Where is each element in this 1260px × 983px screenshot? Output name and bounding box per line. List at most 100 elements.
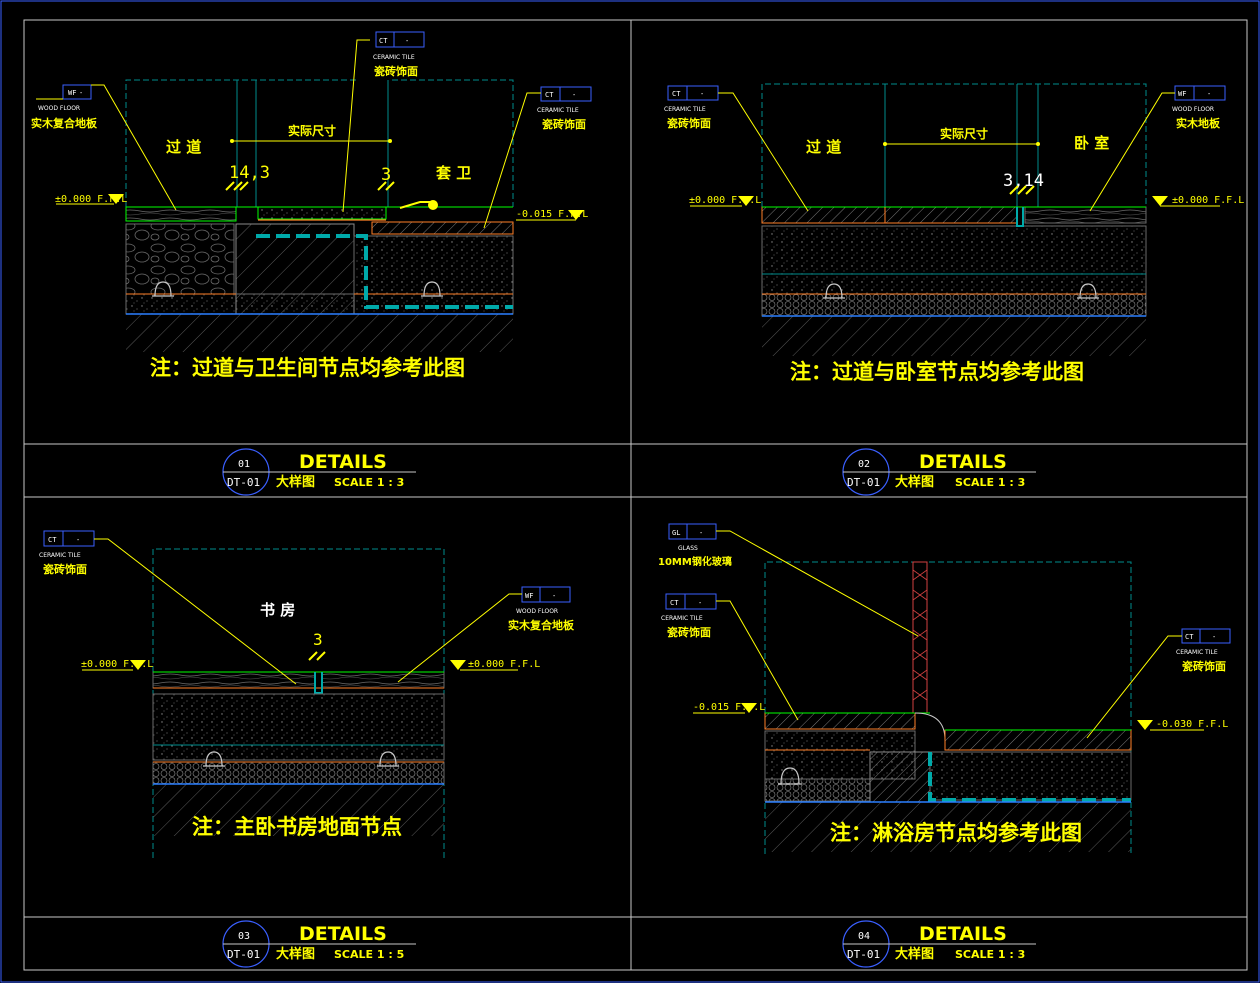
detail-panel-2: 实际尺寸 过 道 卧 室 3,14 ±0.000 F.F.L ±0.000 F.…: [664, 83, 1244, 384]
svg-text:CERAMIC TILE: CERAMIC TILE: [1176, 649, 1218, 656]
svg-text:瓷砖饰面: 瓷砖饰面: [1182, 659, 1226, 673]
sheet-number: DT-01: [227, 948, 260, 961]
detail-number: 02: [858, 459, 870, 470]
sheet-number: DT-01: [847, 948, 880, 961]
detail-scale: SCALE 1 : 3: [955, 476, 1025, 489]
material-tag-ceramic-tile-1: CT - CERAMIC TILE 瓷砖饰面: [661, 593, 799, 721]
level-marker-right: -0.030 F.F.L: [1156, 719, 1228, 730]
svg-text:CT: CT: [48, 536, 57, 544]
svg-text:-: -: [76, 536, 80, 544]
detail-heading: DETAILS: [919, 451, 1007, 473]
svg-text:-: -: [552, 592, 556, 600]
svg-text:-: -: [698, 599, 702, 607]
svg-text:CERAMIC TILE: CERAMIC TILE: [39, 552, 81, 559]
svg-text:-: -: [79, 89, 83, 97]
svg-text:WOOD FLOOR: WOOD FLOOR: [1172, 106, 1214, 113]
title-block-2: 02 DT-01 DETAILS 大样图 SCALE 1 : 3: [842, 448, 1036, 496]
material-tag-ceramic-tile: CT - CERAMIC TILE 瓷砖饰面: [39, 530, 297, 685]
dimension-label: 实际尺寸: [288, 123, 336, 138]
svg-text:CT: CT: [672, 90, 681, 98]
sheet-number: DT-01: [227, 476, 260, 489]
detail-number: 01: [238, 459, 250, 470]
svg-text:实木复合地板: 实木复合地板: [31, 116, 98, 130]
detail-note: 注：主卧书房地面节点: [192, 815, 402, 839]
material-tag-glass: GL - GLASS 10MM钢化玻璃: [658, 523, 919, 637]
dimension-value-a: 14,3: [229, 163, 270, 183]
room-label-left: 过 道: [806, 138, 841, 156]
svg-text:CT: CT: [545, 91, 554, 99]
level-marker-right: ±0.000 F.F.L: [1172, 195, 1244, 206]
detail-note: 注：过道与卧室节点均参考此图: [790, 360, 1084, 384]
pipe-clamp-icon: [152, 281, 443, 297]
detail-note: 注：过道与卫生间节点均参考此图: [150, 356, 465, 380]
dimension-label: 实际尺寸: [940, 126, 988, 141]
svg-text:CT: CT: [670, 599, 679, 607]
title-block-3: 03 DT-01 DETAILS 大样图 SCALE 1 : 5: [222, 920, 416, 968]
svg-text:WOOD FLOOR: WOOD FLOOR: [38, 105, 80, 112]
detail-heading: DETAILS: [299, 451, 387, 473]
level-marker-left: ±0.000 F.F.L: [55, 194, 127, 205]
svg-text:CT: CT: [1185, 633, 1194, 641]
svg-text:WOOD FLOOR: WOOD FLOOR: [516, 608, 558, 615]
svg-text:瓷砖饰面: 瓷砖饰面: [667, 625, 711, 639]
detail-panel-4: -0.015 F.F.L -0.030 F.F.L GL - GLASS 10M…: [658, 523, 1231, 855]
svg-text:CERAMIC TILE: CERAMIC TILE: [373, 54, 415, 61]
material-tag-wood-floor: WF - WOOD FLOOR 实木地板: [1089, 85, 1226, 212]
svg-text:-: -: [699, 529, 703, 537]
pipe-clamp-icon: [823, 283, 1099, 299]
svg-text:瓷砖饰面: 瓷砖饰面: [667, 116, 711, 130]
dimension-value-a: 3: [313, 630, 323, 649]
drain-icon: [428, 200, 438, 210]
level-marker-right: ±0.000 F.F.L: [468, 659, 540, 670]
svg-text:瓷砖饰面: 瓷砖饰面: [43, 562, 87, 576]
svg-text:实木地板: 实木地板: [1176, 116, 1221, 130]
svg-text:-: -: [700, 90, 704, 98]
detail-panel-1: 实际尺寸 过 道 套 卫 14,3 3 ±0.000 F.F.L -0.015 …: [31, 31, 592, 380]
title-block-1: 01 DT-01 DETAILS 大样图 SCALE 1 : 3: [222, 448, 416, 496]
room-label-center: 书 房: [260, 601, 295, 619]
title-block-4: 04 DT-01 DETAILS 大样图 SCALE 1 : 3: [842, 920, 1036, 968]
svg-text:-: -: [572, 91, 576, 99]
svg-text:WF: WF: [1178, 90, 1186, 98]
svg-text:-: -: [1212, 633, 1216, 641]
svg-text:CERAMIC TILE: CERAMIC TILE: [661, 615, 703, 622]
svg-text:WF: WF: [525, 592, 533, 600]
svg-text:CERAMIC TILE: CERAMIC TILE: [537, 107, 579, 114]
material-tag-ceramic-tile-2: CT - CERAMIC TILE 瓷砖饰面: [483, 86, 592, 229]
svg-text:GL: GL: [672, 529, 680, 537]
detail-note: 注：淋浴房节点均参考此图: [830, 821, 1082, 845]
detail-heading-cn: 大样图: [895, 946, 934, 962]
detail-panel-3: 书 房 3 ±0.000 F.F.L ±0.000 F.F.L CT - CER…: [39, 530, 575, 858]
detail-number: 04: [858, 931, 870, 942]
material-tag-wood-floor: WF - WOOD FLOOR 实木复合地板: [397, 586, 575, 683]
svg-text:GLASS: GLASS: [678, 545, 698, 552]
detail-scale: SCALE 1 : 5: [334, 948, 404, 961]
svg-text:瓷砖饰面: 瓷砖饰面: [374, 64, 418, 78]
detail-number: 03: [238, 931, 250, 942]
level-marker-left: ±0.000 F.F.L: [689, 195, 761, 206]
svg-text:WF: WF: [68, 89, 76, 97]
detail-heading: DETAILS: [919, 923, 1007, 945]
room-label-right: 卧 室: [1074, 134, 1109, 152]
svg-text:瓷砖饰面: 瓷砖饰面: [542, 117, 586, 131]
material-tag-ceramic-tile-2: CT - CERAMIC TILE 瓷砖饰面: [1086, 628, 1231, 739]
material-tag-ceramic-tile: CT - CERAMIC TILE 瓷砖饰面: [664, 85, 809, 212]
material-tag-ceramic-tile-1: CT - CERAMIC TILE 瓷砖饰面: [342, 31, 425, 213]
svg-text:-: -: [405, 37, 409, 45]
detail-scale: SCALE 1 : 3: [955, 948, 1025, 961]
svg-text:-: -: [1207, 90, 1211, 98]
room-label-right: 套 卫: [435, 164, 471, 182]
level-marker-left: ±0.000 F.F.L: [81, 659, 153, 670]
detail-heading-cn: 大样图: [276, 946, 315, 962]
sheet-number: DT-01: [847, 476, 880, 489]
material-tag-wood-floor: WF - WOOD FLOOR 实木复合地板: [31, 84, 177, 211]
detail-scale: SCALE 1 : 3: [334, 476, 404, 489]
svg-text:实木复合地板: 实木复合地板: [508, 618, 575, 632]
pipe-clamp-icon: [778, 767, 802, 785]
dimension-value-b: 3: [381, 165, 391, 185]
svg-text:CERAMIC TILE: CERAMIC TILE: [664, 106, 706, 113]
detail-heading-cn: 大样图: [895, 474, 934, 490]
svg-text:CT: CT: [379, 37, 388, 45]
